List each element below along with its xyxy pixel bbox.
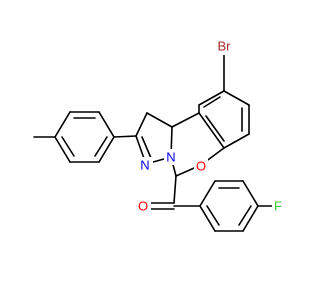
bond-pz-n2-c3-double: [141, 136, 152, 159]
bond-fp-inner-3: [206, 205, 220, 226]
bond-benzo-5: [198, 90, 225, 106]
bond-fp-1: [199, 180, 216, 207]
bond-benzo-2: [223, 133, 250, 149]
bond-pz-c3-c4: [135, 112, 148, 137]
bond-benzo-1: [198, 112, 225, 149]
ring-oxygen-label: O: [196, 159, 206, 174]
bond-tolyl-6: [54, 136, 71, 163]
bond-c5-carbonyl: [173, 175, 177, 204]
bond-fp-3: [242, 180, 259, 207]
atom-label-layer: Br O O N N F: [136, 37, 285, 214]
bond-tolyl-3: [98, 111, 115, 138]
bond-benzo-inner-3: [205, 115, 225, 142]
carbonyl-oxygen-label: O: [138, 199, 148, 214]
imine-nitrogen-label: N: [140, 158, 149, 173]
bond-tolyl-inner-3: [61, 136, 75, 157]
bond-fp-4: [242, 205, 259, 232]
molecule-structure: Br O O N N F: [33, 37, 285, 232]
bond-benzo-4: [223, 90, 250, 106]
bond-pz-c4-c5: [146, 112, 173, 128]
bond-layer: [33, 53, 275, 232]
ring-nitrogen-label: N: [166, 150, 175, 165]
bond-tolyl-4: [98, 136, 115, 163]
bond-tolyl-inner-2: [94, 136, 108, 157]
bond-benzo-inner-2: [203, 96, 221, 108]
bond-fp-inner-2: [238, 205, 252, 226]
bromine-label: Br: [218, 39, 232, 54]
bond-tolyl-1: [54, 111, 71, 138]
bond-fp-6: [199, 205, 216, 232]
bond-bx-c5-c10b: [171, 112, 200, 128]
bond-tolyl-pyrazoline: [113, 135, 137, 138]
fluorine-label: F: [274, 199, 282, 214]
